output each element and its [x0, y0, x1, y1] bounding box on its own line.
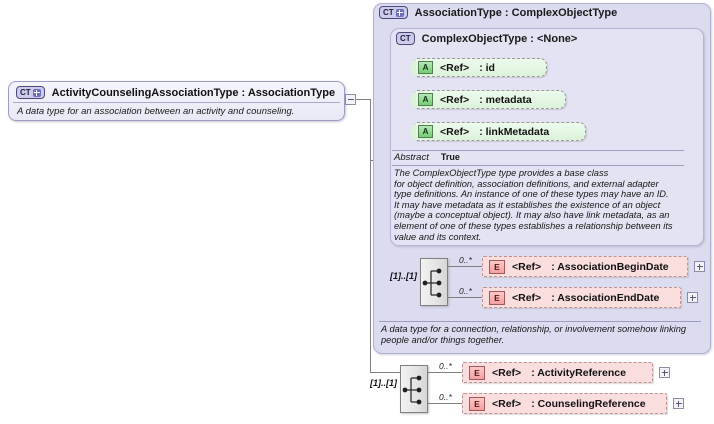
attribute-badge-icon: A	[418, 93, 433, 106]
element-ref: <Ref>	[492, 397, 522, 410]
badge-label: CT	[20, 88, 31, 97]
element-expand-control[interactable]	[673, 398, 684, 409]
connector-enddate	[448, 297, 482, 298]
complextype-badge-icon[interactable]: CT	[16, 86, 45, 99]
connector-counselingreference	[428, 403, 462, 404]
element-ref: <Ref>	[512, 260, 542, 273]
abstract-row: Abstract True	[392, 151, 684, 165]
plus-icon[interactable]	[32, 88, 41, 97]
sequence-compositor-root[interactable]	[400, 365, 428, 413]
connector-root-sequence-branch	[370, 372, 400, 373]
complex-object-type-name: ComplexObjectType : <None>	[421, 32, 578, 45]
attribute-row[interactable]: A <Ref> : metadata	[409, 90, 566, 110]
connector-root-horizontal	[351, 99, 370, 100]
attribute-ref: <Ref>	[440, 125, 470, 138]
attribute-ref: <Ref>	[440, 93, 470, 106]
attribute-badge-icon: A	[418, 125, 433, 138]
element-expand-control[interactable]	[694, 261, 705, 272]
connector-root-trunk	[370, 99, 371, 372]
attribute-name: : metadata	[479, 93, 532, 106]
occurrence-label: 0..*	[439, 392, 452, 402]
root-type-box[interactable]: CT ActivityCounselingAssociationType : A…	[8, 81, 345, 121]
root-type-collapse-control[interactable]	[345, 94, 356, 105]
sequence-icon	[402, 375, 422, 405]
doc-divider	[379, 321, 701, 322]
element-name: : CounselingReference	[531, 397, 646, 410]
association-type-header: CT AssociationType : ComplexObjectType	[379, 6, 617, 19]
element-ref: <Ref>	[512, 291, 542, 304]
element-expand-control[interactable]	[659, 367, 670, 378]
association-type-doc-panel: A data type for a connection, relationsh…	[379, 321, 701, 345]
attribute-ref: <Ref>	[440, 61, 470, 74]
element-name: : AssociationBeginDate	[551, 260, 669, 273]
occurrence-label: 0..*	[459, 286, 472, 296]
badge-label: CT	[383, 8, 394, 17]
doc-divider-bottom	[392, 165, 684, 166]
element-row[interactable]: E <Ref> : CounselingReference	[462, 393, 667, 414]
element-name: : AssociationEndDate	[551, 291, 660, 304]
complex-object-type-documentation: The ComplexObjectType type provides a ba…	[394, 168, 673, 242]
abstract-value: True	[440, 152, 460, 162]
occurrence-label: 0..*	[439, 361, 452, 371]
element-badge-icon: E	[469, 365, 485, 380]
element-row[interactable]: E <Ref> : AssociationEndDate	[482, 287, 681, 308]
plus-icon[interactable]	[395, 8, 404, 17]
attribute-name: : linkMetadata	[479, 125, 550, 138]
attribute-badge-icon: A	[418, 61, 433, 74]
element-ref: <Ref>	[492, 366, 522, 379]
element-expand-control[interactable]	[687, 292, 698, 303]
root-type-name: ActivityCounselingAssociationType : Asso…	[51, 86, 336, 99]
element-name: : ActivityReference	[531, 366, 626, 379]
element-badge-icon: E	[489, 259, 505, 274]
connector-begindate	[448, 266, 482, 267]
sequence-icon	[422, 268, 442, 298]
root-type-documentation: A data type for an association between a…	[17, 106, 295, 117]
association-sequence-cardinality: [1]..[1]	[390, 271, 417, 281]
complex-object-type-doc-panel: Abstract True The ComplexObjectType type…	[392, 150, 684, 242]
connector-activityreference	[428, 372, 462, 373]
complextype-badge-icon: CT	[396, 32, 415, 45]
doc-divider-top	[392, 150, 684, 151]
badge-label: CT	[400, 34, 411, 43]
root-type-divider	[13, 102, 340, 103]
complex-object-type-header: CT ComplexObjectType : <None>	[396, 32, 577, 45]
attribute-name: : id	[479, 61, 495, 74]
root-sequence-cardinality: [1]..[1]	[370, 378, 397, 388]
element-badge-icon: E	[489, 290, 505, 305]
occurrence-label: 0..*	[459, 255, 472, 265]
element-row[interactable]: E <Ref> : ActivityReference	[462, 362, 653, 383]
association-type-name: AssociationType : ComplexObjectType	[414, 6, 618, 19]
complextype-badge-icon[interactable]: CT	[379, 6, 408, 19]
abstract-label: Abstract	[394, 152, 429, 163]
root-type-header: CT ActivityCounselingAssociationType : A…	[9, 82, 344, 102]
element-badge-icon: E	[469, 396, 485, 411]
attribute-row[interactable]: A <Ref> : linkMetadata	[409, 122, 586, 142]
sequence-compositor-association[interactable]	[420, 258, 448, 306]
attribute-row[interactable]: A <Ref> : id	[409, 58, 547, 78]
element-row[interactable]: E <Ref> : AssociationBeginDate	[482, 256, 688, 277]
association-type-documentation: A data type for a connection, relationsh…	[381, 324, 687, 345]
